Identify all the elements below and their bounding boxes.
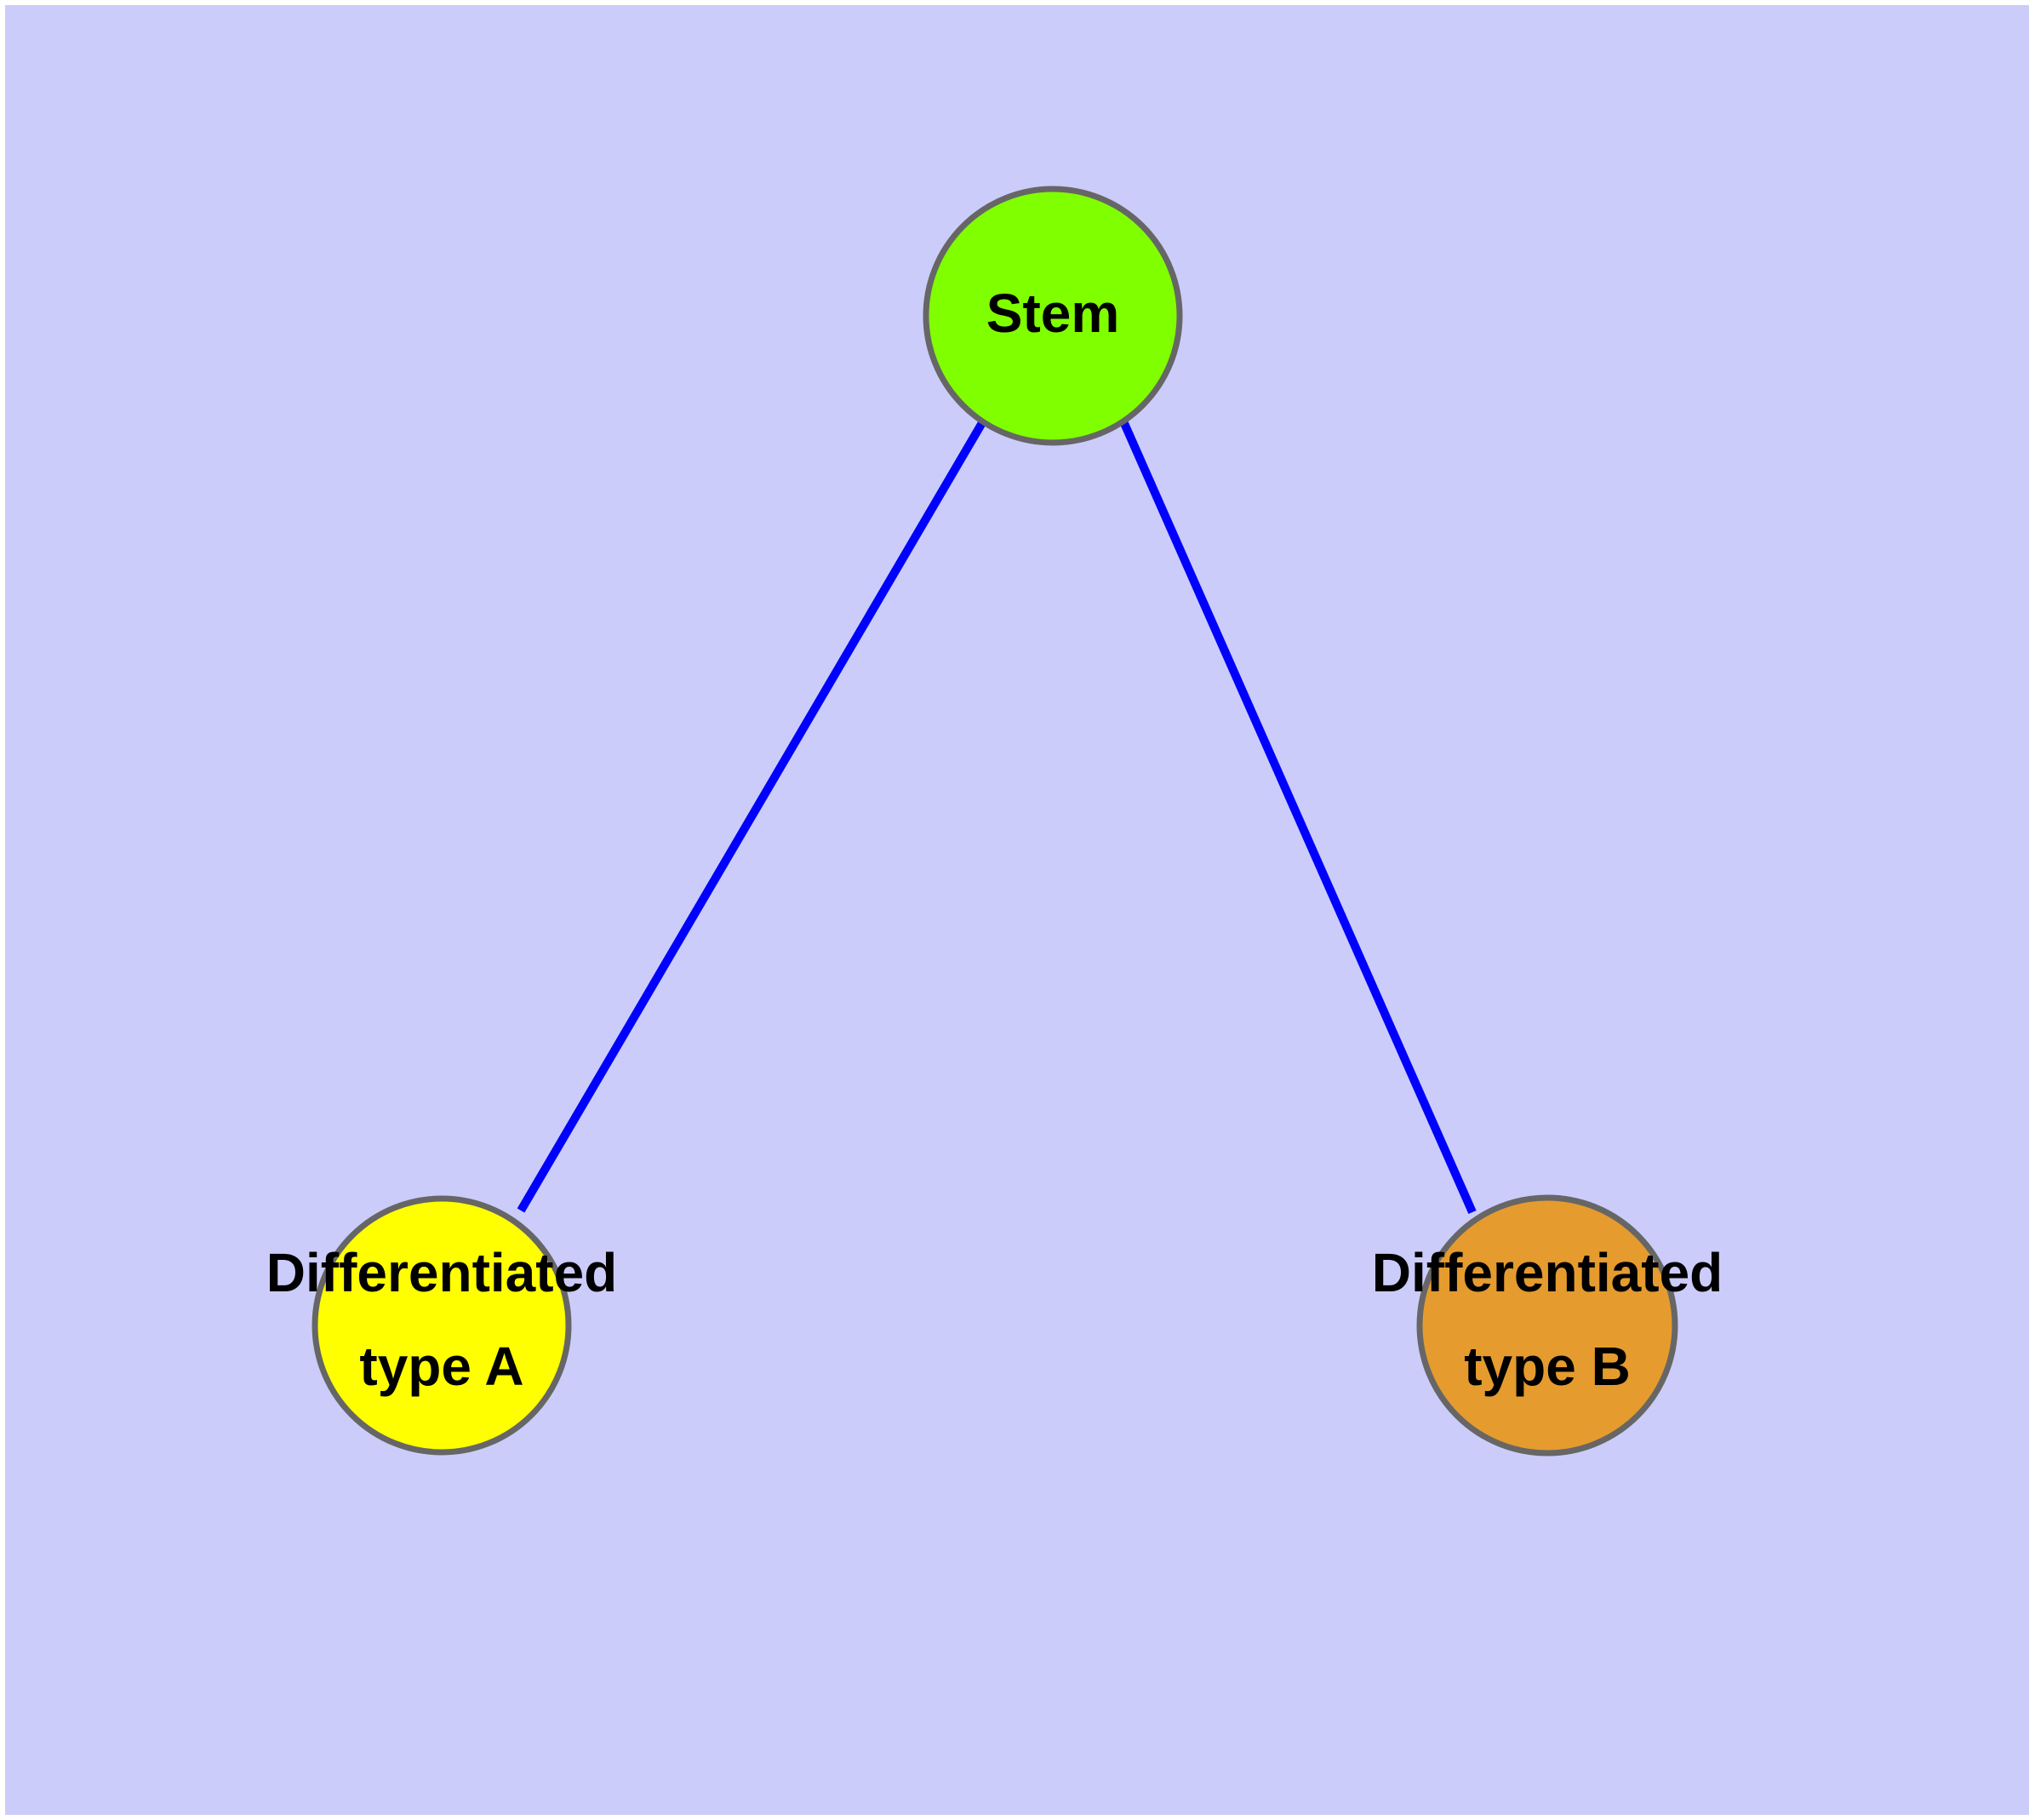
node-stem[interactable] <box>923 186 1183 446</box>
node-differentiated-type-a-label-line2: type A <box>359 1336 523 1397</box>
edges-layer <box>517 419 1477 1215</box>
node-differentiated-type-b-label-line1: Differentiated <box>1372 1242 1723 1303</box>
edge-stem-to-differentiated-type-b[interactable] <box>1119 419 1477 1215</box>
node-differentiated-type-a-label-line1: Differentiated <box>266 1242 618 1303</box>
node-differentiated-type-b-circle[interactable] <box>1416 1194 1678 1457</box>
node-differentiated-type-b-label-line2: type B <box>1464 1336 1631 1397</box>
node-differentiated-type-b[interactable] <box>1416 1194 1678 1457</box>
node-differentiated-type-a[interactable] <box>311 1195 572 1456</box>
node-differentiated-type-a-circle[interactable] <box>311 1195 572 1456</box>
nodes-layer <box>311 186 1678 1457</box>
edge-stem-to-differentiated-type-a[interactable] <box>517 419 987 1213</box>
labels-layer: Stem Differentiated type A Differentiate… <box>266 283 1723 1397</box>
node-stem-label: Stem <box>986 283 1120 344</box>
node-stem-circle[interactable] <box>923 186 1183 446</box>
